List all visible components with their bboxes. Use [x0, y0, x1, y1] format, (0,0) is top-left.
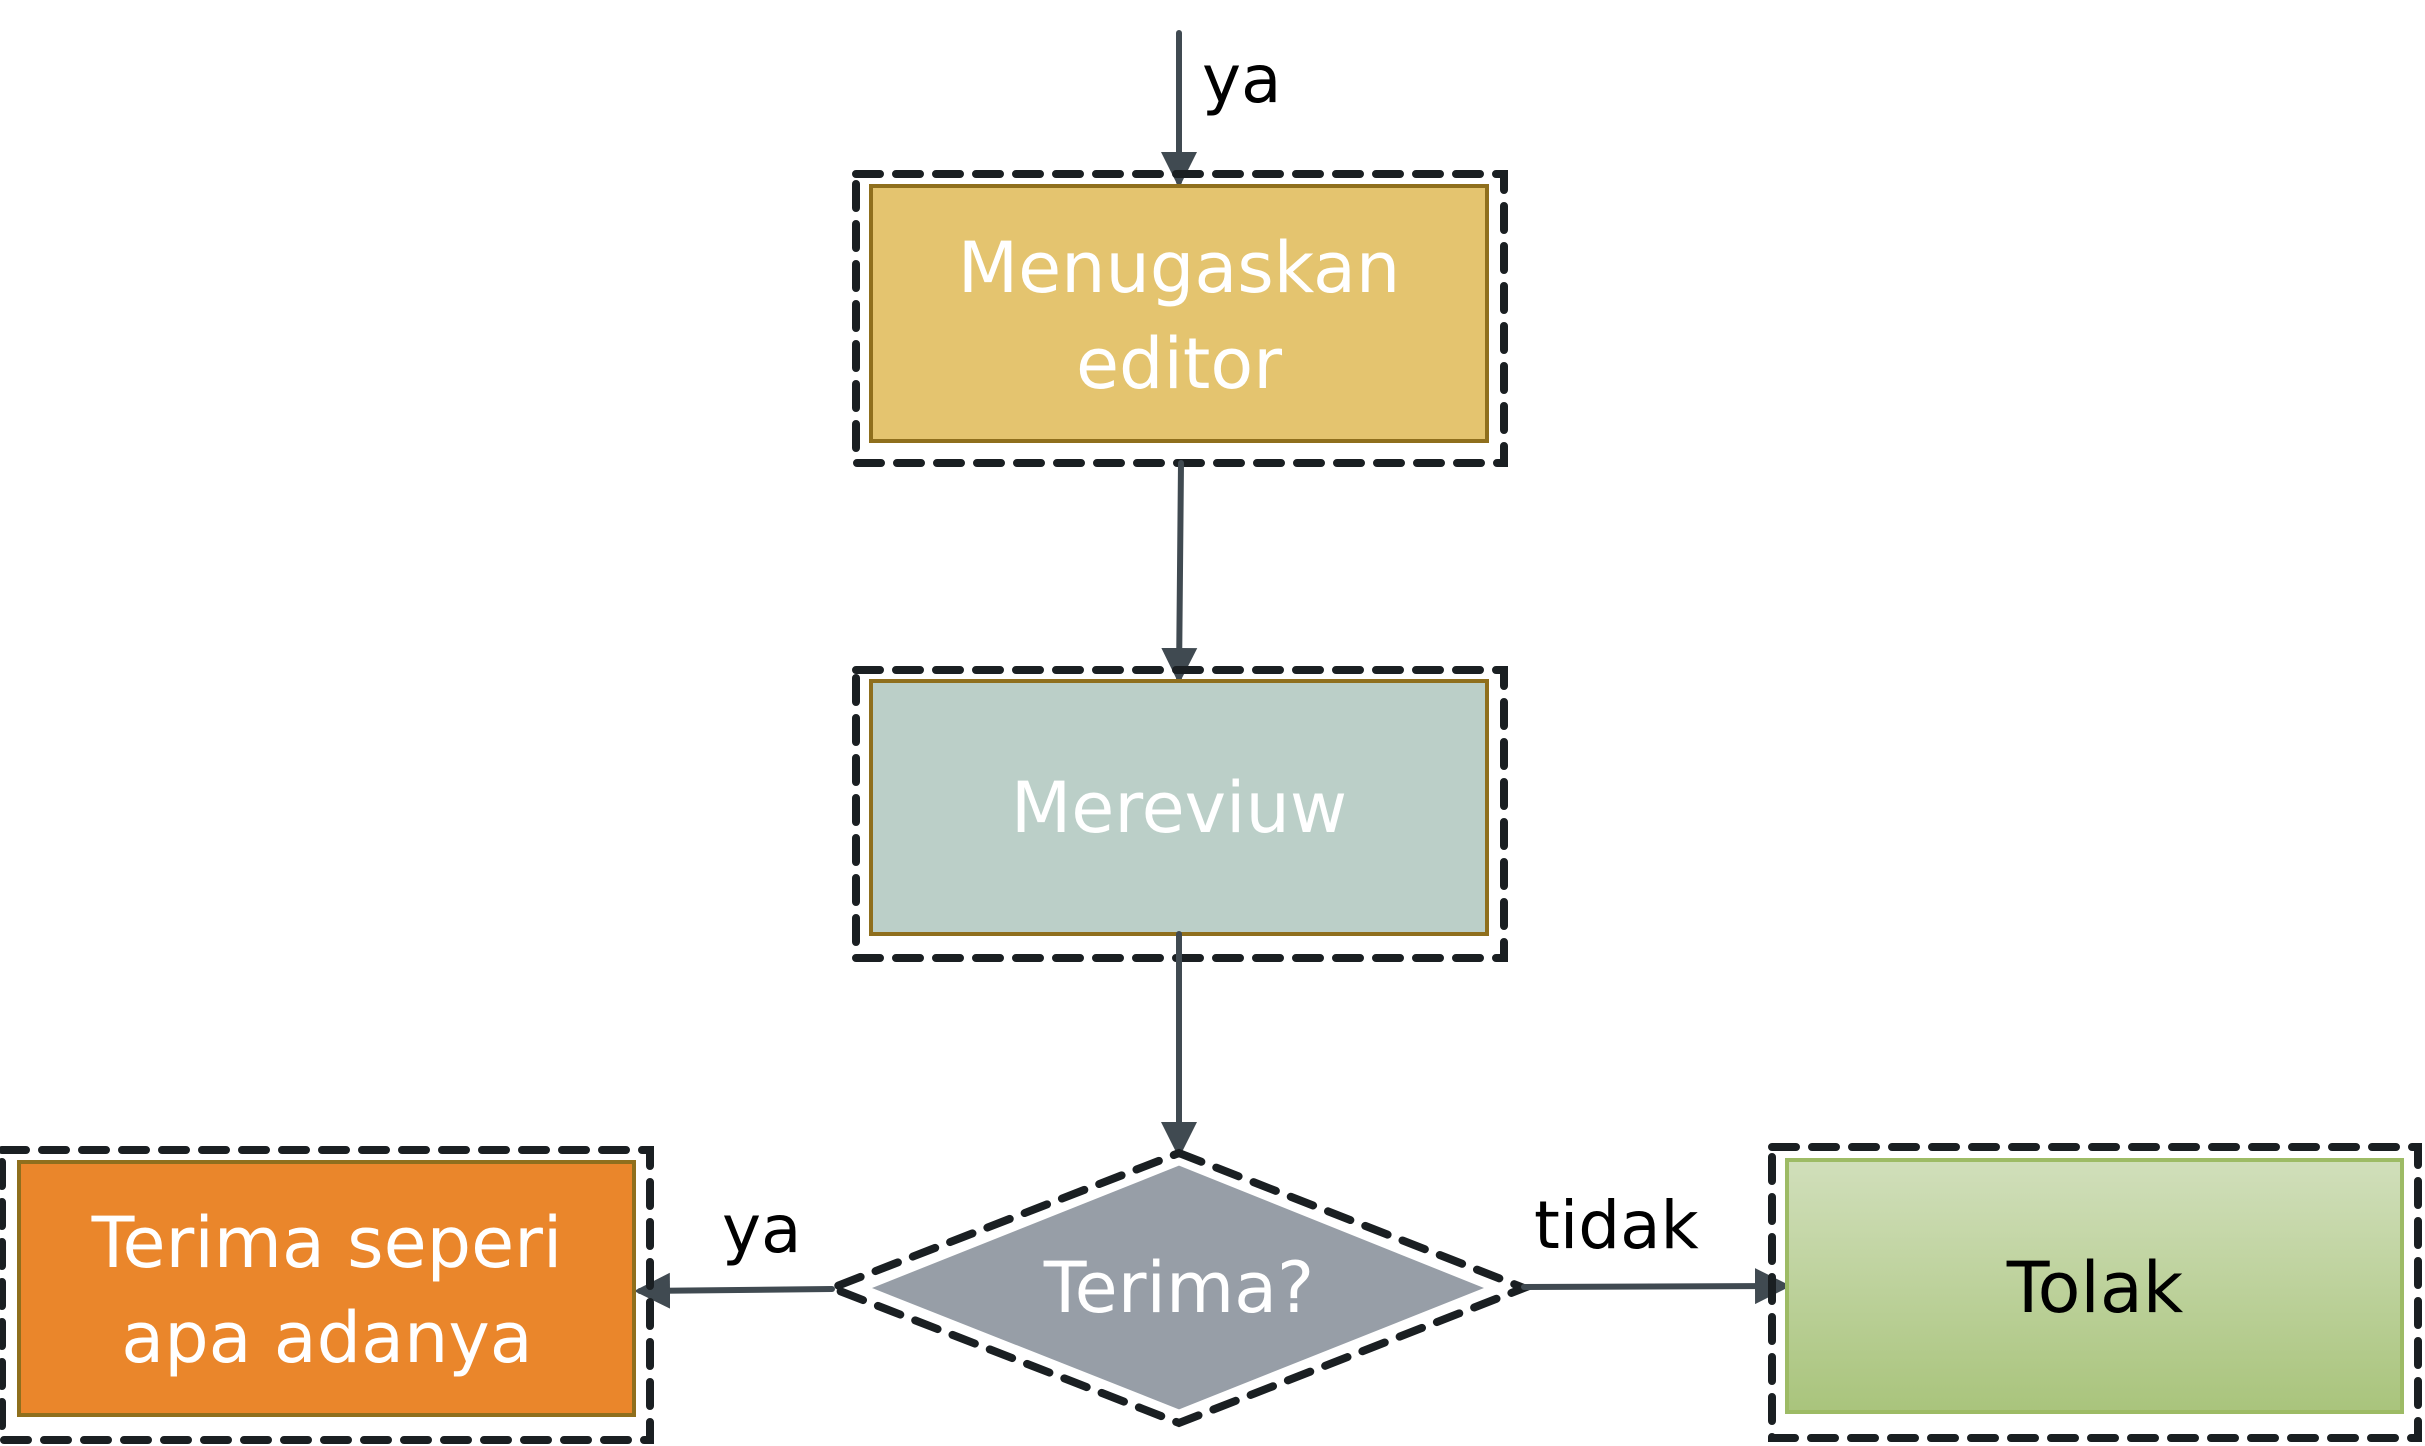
- edge-decision-no-label: tidak: [1534, 1187, 1700, 1264]
- node-review-box: [869, 679, 1489, 936]
- node-assign-editor[interactable]: Menugaskan editor: [852, 170, 1508, 467]
- node-reject-label: Tolak: [2006, 1247, 2184, 1329]
- node-accept-as-is-dashed-outline: [0, 1146, 654, 1444]
- edge-incoming-label: ya: [1202, 41, 1282, 118]
- edge-incoming: ya: [1161, 30, 1282, 188]
- node-decision[interactable]: Terima?: [820, 1148, 1535, 1428]
- node-assign-editor-line-2: editor: [1076, 323, 1282, 405]
- edge-decision-yes-line: [634, 1272, 835, 1309]
- edge-decision-yes: ya: [634, 1191, 835, 1309]
- node-reject[interactable]: Tolak: [1768, 1143, 2422, 1442]
- edge-decision-yes-label: ya: [722, 1191, 802, 1268]
- edge-decision-no: tidak: [1521, 1187, 1791, 1305]
- node-reject-box: [1785, 1158, 2404, 1414]
- node-accept-as-is-line-1: Terima seperi: [91, 1202, 563, 1284]
- node-accept-as-is[interactable]: Terima seperi apa adanya: [0, 1146, 654, 1444]
- edge-assign-to-review: [1161, 460, 1198, 684]
- node-accept-as-is-line-2: apa adanya: [121, 1297, 532, 1379]
- node-decision-dashed-outline: [820, 1148, 1535, 1428]
- edge-decision-no-line: [1521, 1268, 1791, 1305]
- node-review[interactable]: Mereviuw: [852, 666, 1508, 962]
- node-assign-editor-line-1: Menugaskan: [958, 227, 1401, 309]
- node-decision-diamond: [863, 1162, 1493, 1413]
- node-accept-as-is-box: [17, 1160, 636, 1417]
- node-review-label: Mereviuw: [1011, 767, 1347, 849]
- node-assign-editor-box: [869, 184, 1489, 443]
- node-reject-dashed-outline: [1768, 1143, 2422, 1442]
- node-decision-label: Terima?: [1043, 1247, 1314, 1329]
